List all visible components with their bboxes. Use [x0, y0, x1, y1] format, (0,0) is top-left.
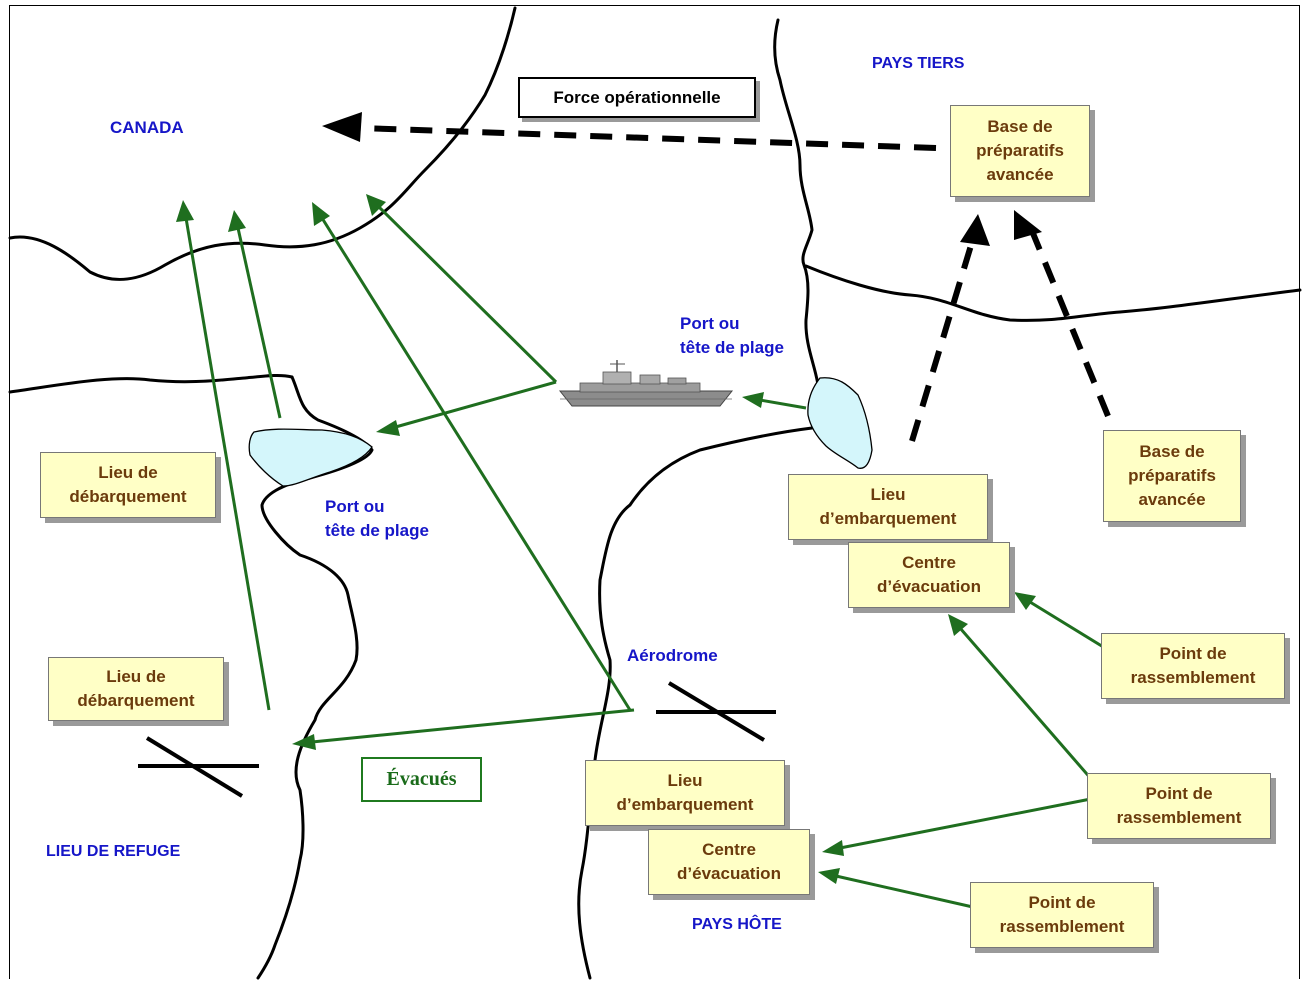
arrow-force-to-canada: [359, 125, 937, 151]
box-line: préparatifs: [976, 141, 1064, 160]
border-refuge-north: [8, 373, 294, 394]
box-line: avancée: [1138, 490, 1206, 509]
arrow-green-3: [320, 217, 632, 711]
assembly-point-box: Point de rassemblement: [1101, 633, 1285, 699]
box-line: d’embarquement: [819, 509, 957, 528]
border-third-country-west: [773, 18, 820, 387]
arrow-green-1: [184, 217, 271, 711]
box-line: d’évacuation: [877, 577, 981, 596]
airfield-icon: [138, 736, 259, 798]
box-line: Point de: [1028, 893, 1096, 912]
border-third-country-south: [804, 264, 1302, 322]
arrowhead-base-2: [1014, 210, 1042, 240]
box-line: Point de: [1145, 784, 1213, 803]
arrow-green-2: [236, 227, 282, 419]
box-line: Base de: [1139, 442, 1205, 461]
arrow-embark-to-base: [909, 241, 975, 442]
box-line: rassemblement: [1116, 808, 1242, 827]
arrowhead-green-1: [176, 200, 194, 222]
region-label-pays-tiers: PAYS TIERS: [872, 55, 965, 72]
box-line: Centre: [702, 840, 756, 859]
embarkation-box: Lieu d’embarquement: [788, 474, 988, 540]
port-label-right: Port ou tête de plage: [680, 312, 784, 360]
box-line: Lieu de: [98, 463, 158, 482]
box-line: Point de: [1159, 644, 1227, 663]
port-label-line: Port ou: [325, 497, 385, 516]
arrowhead-green-10: [822, 840, 844, 856]
arrowhead-green-4: [366, 194, 386, 216]
box-line: débarquement: [69, 487, 187, 506]
task-force-box: Force opérationnelle: [518, 77, 756, 118]
debarkation-box: Lieu de débarquement: [48, 657, 224, 721]
arrowhead-base-1: [960, 214, 990, 246]
arrow-green-5: [391, 380, 557, 430]
embarkation-box: Lieu d’embarquement: [585, 760, 785, 826]
arrowhead-green-11: [818, 868, 840, 884]
arrowhead-green-9: [948, 614, 968, 636]
border-refuge-coast: [256, 375, 374, 980]
arrow-green-9: [958, 627, 1108, 797]
box-line: Lieu de: [106, 667, 166, 686]
arrowhead-green-7: [292, 734, 316, 750]
arrowhead-green-6: [742, 392, 764, 408]
box-line: préparatifs: [1128, 466, 1216, 485]
box-line: rassemblement: [999, 917, 1125, 936]
region-label-canada: CANADA: [110, 118, 184, 137]
ship-icon: [558, 360, 734, 407]
water-left: [248, 428, 373, 487]
region-label-pays-hote: PAYS HÔTE: [692, 916, 782, 933]
arrow-green-6: [759, 398, 807, 410]
box-line: Base de: [987, 117, 1053, 136]
arrow-green-10: [839, 794, 1107, 850]
port-label-line: tête de plage: [680, 338, 784, 357]
arrowhead-canada: [322, 112, 362, 142]
box-line: d’embarquement: [616, 795, 754, 814]
debarkation-box: Lieu de débarquement: [40, 452, 216, 518]
aerodrome-label: Aérodrome: [627, 646, 718, 665]
assembly-point-box: Point de rassemblement: [970, 882, 1154, 948]
box-line: Lieu: [667, 771, 703, 790]
box-line: Centre: [902, 553, 956, 572]
arrow-green-4: [376, 204, 558, 384]
box-line: débarquement: [77, 691, 195, 710]
arrowhead-green-2: [228, 210, 246, 232]
region-label-lieu-refuge: LIEU DE REFUGE: [46, 843, 181, 860]
diagram-frame: [9, 5, 1300, 979]
evacuation-centre-box: Centre d’évacuation: [648, 829, 810, 895]
box-line: d’évacuation: [677, 864, 781, 883]
box-line: Lieu: [870, 485, 906, 504]
arrow-green-7: [311, 708, 635, 744]
evacuees-box: Évacués: [361, 757, 482, 802]
border-canada-south: [8, 6, 517, 281]
staging-base-box: Base de préparatifs avancée: [950, 105, 1090, 197]
staging-base-box: Base de préparatifs avancée: [1103, 430, 1241, 522]
port-label-line: Port ou: [680, 314, 740, 333]
arrow-green-11: [835, 874, 987, 912]
arrowhead-green-8: [1014, 592, 1036, 610]
arrowhead-green-3: [312, 202, 330, 226]
arrowhead-green-5: [376, 420, 400, 436]
evacuation-centre-box: Centre d’évacuation: [848, 542, 1010, 608]
assembly-point-box: Point de rassemblement: [1087, 773, 1271, 839]
port-label-line: tête de plage: [325, 521, 429, 540]
port-label-left: Port ou tête de plage: [325, 495, 429, 543]
border-host-west: [577, 426, 814, 980]
airfield-icon: [656, 681, 776, 742]
water-right: [807, 377, 873, 469]
box-line: rassemblement: [1130, 668, 1256, 687]
box-line: avancée: [986, 165, 1054, 184]
